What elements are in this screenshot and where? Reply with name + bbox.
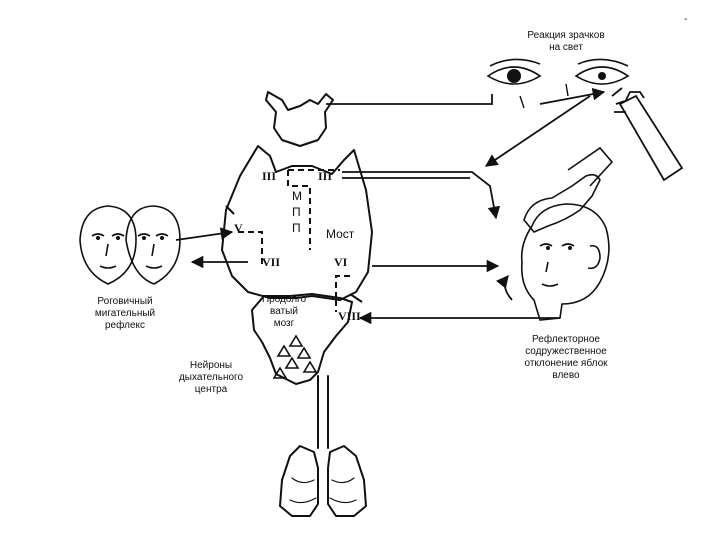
eye-right [574, 58, 630, 85]
corneal-reflex-label-1: Роговичный [97, 296, 153, 307]
patient-pupil-r [568, 246, 572, 250]
nerve-vi-label: VI [334, 255, 348, 269]
neuron-triangle-2 [276, 344, 292, 357]
respiratory-neurons-label-1: Нейроны [189, 360, 233, 371]
medulla-label-1: Продолго [261, 294, 307, 305]
left-lung [279, 445, 319, 517]
examiner-sleeve [567, 146, 614, 187]
right-lung [327, 445, 367, 517]
mlf-label-p1: П [292, 205, 301, 219]
eye-deviation-label-1: Рефлекторное [532, 334, 600, 345]
nerve-stub-v [225, 205, 235, 215]
eye-left [486, 58, 542, 85]
mlf-label-m: М [292, 189, 302, 203]
corneal-afferent-line [175, 227, 234, 241]
medulla-label-2: ватый [270, 306, 298, 317]
light-rays [611, 87, 629, 113]
lung-lobe-lines [289, 477, 357, 504]
nerve-v-label: V [234, 221, 243, 235]
pupil-reaction-label-1: Реакция зрачков [527, 30, 605, 41]
eye-deviation-label-3: отклонение яблок [524, 358, 608, 369]
eye-deviation-label-2: содружественное [525, 346, 607, 357]
nerve-stub-viii [349, 293, 363, 303]
patient-ear [587, 244, 601, 270]
corner-mark: - [684, 14, 688, 25]
medulla-label-3: мозг [273, 318, 295, 329]
neuron-triangle-4 [284, 356, 300, 369]
spinal-cord [317, 375, 329, 449]
pons-outline [221, 145, 373, 301]
face-right [125, 205, 181, 285]
corneal-reflex-label-3: рефлекс [104, 320, 145, 331]
nerve-iii-left-label: III [262, 169, 277, 183]
eye-deviation-label-4: влево [552, 370, 580, 381]
examiner-hand [523, 173, 601, 233]
face-left-pupil-r [116, 236, 120, 240]
patient-face-features [539, 243, 575, 287]
respiratory-neurons-label-3: центра [194, 384, 228, 395]
oculomotor-output-line [342, 171, 501, 220]
corneal-reflex-label-2: мигательный [94, 308, 156, 319]
nerve-vii-label: VII [262, 255, 281, 269]
eye-left-pupil [507, 69, 521, 83]
eye-right-pupil [598, 72, 606, 80]
medulla-outline [251, 293, 353, 385]
ear-rotation-arc [495, 275, 513, 301]
neuron-triangle-5 [302, 360, 318, 373]
vestibular-arc [335, 275, 350, 312]
label-tick-2 [565, 83, 569, 97]
label-tick-1 [519, 95, 525, 109]
pupil-reaction-label-2: на свет [549, 42, 583, 53]
mlf-label-p2: П [292, 221, 301, 235]
face-right-pupil-r [160, 236, 164, 240]
patient-pupil-l [546, 246, 550, 250]
face-left-pupil-l [96, 236, 100, 240]
flashlight [618, 91, 684, 182]
pons-label: Мост [326, 227, 355, 241]
neuron-triangle-3 [296, 346, 312, 359]
patient-head [520, 203, 610, 321]
nerve-iii-right-label: III [318, 169, 333, 183]
light-stimulus-line [484, 95, 591, 167]
respiratory-neurons-label-2: дыхательного [178, 372, 244, 383]
neuron-triangle-6 [272, 366, 288, 379]
trigeminal-facial-arc [238, 231, 263, 268]
face-left [79, 205, 137, 285]
midbrain-outline [265, 91, 334, 147]
mlf-dashed-path [287, 169, 340, 250]
nerve-viii-label: VIII [338, 309, 361, 323]
pupil-reflex-path [326, 92, 604, 104]
face-left-features [91, 233, 125, 269]
face-right-features [137, 233, 169, 269]
neuron-triangle-1 [288, 334, 304, 347]
face-right-pupil-l [142, 236, 146, 240]
